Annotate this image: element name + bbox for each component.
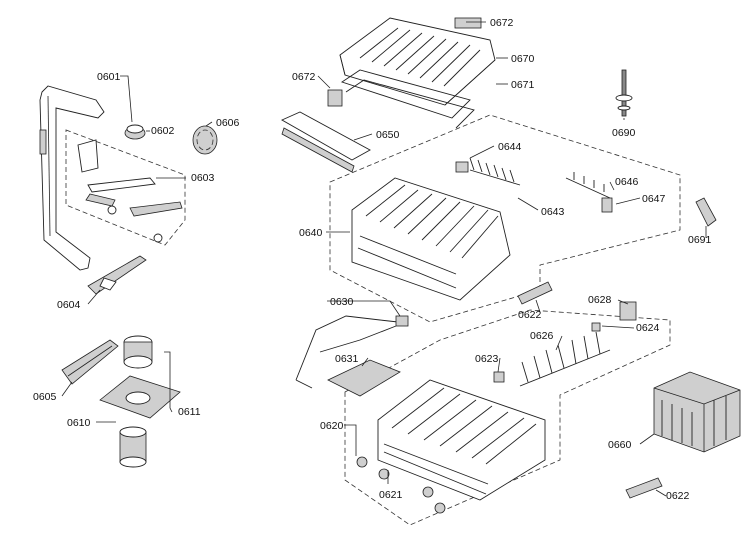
rail-bracket (695, 197, 717, 227)
lower-rack (377, 379, 546, 501)
lower-rack-boundary (344, 309, 671, 526)
label-0671: 0671 (511, 79, 535, 91)
cutlery-basket (653, 371, 741, 453)
label-0650: 0650 (376, 129, 400, 141)
upper-rack-assembly (329, 114, 681, 323)
label-0626: 0626 (530, 330, 554, 342)
rack-clip-0644 (455, 161, 469, 173)
tray-clip-left (327, 89, 343, 107)
hub-nut (124, 124, 146, 140)
spray-arm-assembly (39, 85, 218, 468)
label-0630: 0630 (330, 296, 354, 308)
fold-frame-0630 (295, 315, 399, 389)
rack-clip-0628 (619, 301, 637, 321)
label-0672-lower: 0672 (292, 71, 316, 83)
tray-clip-right (454, 17, 482, 29)
label-0670: 0670 (511, 53, 535, 65)
filter-disc (192, 125, 218, 155)
label-0660: 0660 (608, 439, 632, 451)
label-0601: 0601 (97, 71, 121, 83)
part-labels: 0601 0602 0603 0604 0605 0606 0610 0611 … (33, 17, 712, 502)
filter-plate (99, 375, 181, 419)
rack-wheels (356, 456, 446, 514)
label-0623: 0623 (475, 353, 499, 365)
label-0611: 0611 (178, 406, 201, 418)
lower-tine-row (519, 331, 611, 387)
rack-handle-lower (625, 477, 663, 499)
rack-stop-0647 (601, 197, 613, 213)
sump-cover (61, 339, 119, 385)
label-0644: 0644 (498, 141, 522, 153)
rack-rail-0646 (565, 172, 611, 199)
upper-rack (351, 177, 511, 301)
upper-spray-arm (77, 139, 183, 243)
label-0631: 0631 (335, 353, 359, 365)
cutlery-tray-assembly (281, 17, 496, 173)
label-0604: 0604 (57, 299, 81, 311)
label-0622-lower: 0622 (666, 490, 690, 502)
upper-rack-boundary (329, 114, 681, 323)
label-0602: 0602 (151, 125, 175, 137)
fold-down-rack (281, 111, 371, 173)
label-0690: 0690 (612, 127, 636, 139)
rack-clip-0624 (591, 322, 601, 332)
label-0647: 0647 (642, 193, 666, 205)
leader-lines (61, 21, 707, 497)
label-0605: 0605 (33, 391, 57, 403)
label-0640: 0640 (299, 227, 323, 239)
fold-grid-0631 (327, 359, 401, 397)
label-0610: 0610 (67, 417, 91, 429)
lower-spray-arm (87, 255, 147, 295)
cutlery-tray (339, 17, 496, 106)
label-0624: 0624 (636, 322, 660, 334)
rack-handle-upper (517, 281, 553, 305)
label-0643: 0643 (541, 206, 565, 218)
spindle (615, 69, 633, 117)
label-0691: 0691 (688, 234, 712, 246)
label-0606: 0606 (216, 117, 240, 129)
rack-clip-0623 (493, 371, 505, 383)
tray-rail-frame (340, 69, 471, 119)
label-0620: 0620 (320, 420, 344, 432)
fine-filter (119, 426, 147, 468)
spray-arm-boundary (65, 129, 186, 246)
filter-cylinder-top (123, 335, 153, 369)
label-0628: 0628 (588, 294, 612, 306)
label-0622-upper: 0622 (518, 309, 542, 321)
label-0672-upper: 0672 (490, 17, 514, 29)
lower-rack-assembly (295, 301, 671, 526)
label-0603: 0603 (191, 172, 215, 184)
supply-pipe (39, 85, 105, 271)
upper-tine-row (469, 157, 521, 186)
label-0621: 0621 (379, 489, 403, 501)
label-0646: 0646 (615, 176, 639, 188)
frame-clip (395, 315, 409, 327)
